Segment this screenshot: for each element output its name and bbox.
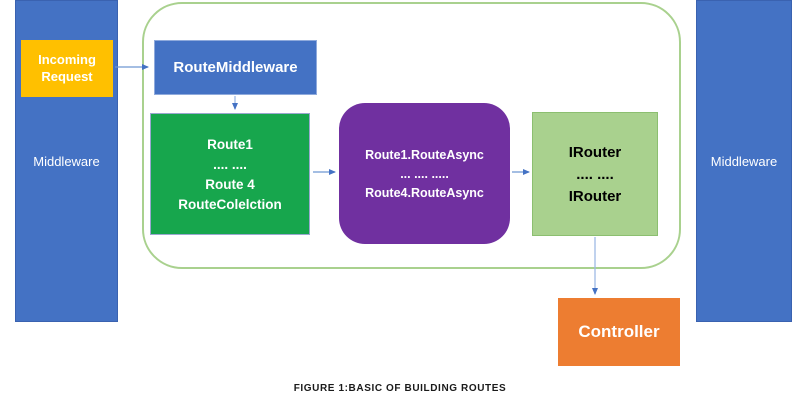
route-async-line3: Route4.RouteAsync (365, 185, 484, 200)
route-middleware-node: RouteMiddleware (154, 40, 317, 95)
incoming-request-line2: Request (41, 68, 93, 84)
route-collection-line1: Route1 (207, 136, 253, 152)
right-middleware-pipeline: Middleware (696, 0, 792, 322)
controller-node: Controller (558, 298, 680, 366)
irouter-line3: IRouter (568, 187, 622, 205)
route-async-line1: Route1.RouteAsync (365, 147, 484, 162)
incoming-request-line1: Incoming (38, 51, 96, 67)
route-collection-line4: RouteColelction (178, 196, 282, 212)
irouter-dots: .... .... (576, 165, 614, 183)
incoming-request-node: Incoming Request (21, 40, 113, 97)
route-collection-node: Route1 .... .... Route 4 RouteColelction (150, 113, 310, 235)
route-async-dots: ... .... ..... (400, 166, 449, 181)
irouter-line1: IRouter (568, 143, 622, 161)
route-middleware-label: RouteMiddleware (173, 59, 298, 76)
figure-caption: FIGURE 1:BASIC OF BUILDING ROUTES (293, 383, 507, 394)
irouter-node: IRouter .... .... IRouter (532, 112, 658, 236)
right-middleware-label: Middleware (710, 153, 778, 169)
route-collection-dots: .... .... (213, 156, 247, 172)
controller-label: Controller (578, 322, 660, 341)
routing-container-frame (142, 2, 681, 269)
left-middleware-label: Middleware (33, 153, 100, 169)
route-async-node: Route1.RouteAsync ... .... ..... Route4.… (339, 103, 510, 244)
route-collection-line3: Route 4 (205, 176, 255, 192)
